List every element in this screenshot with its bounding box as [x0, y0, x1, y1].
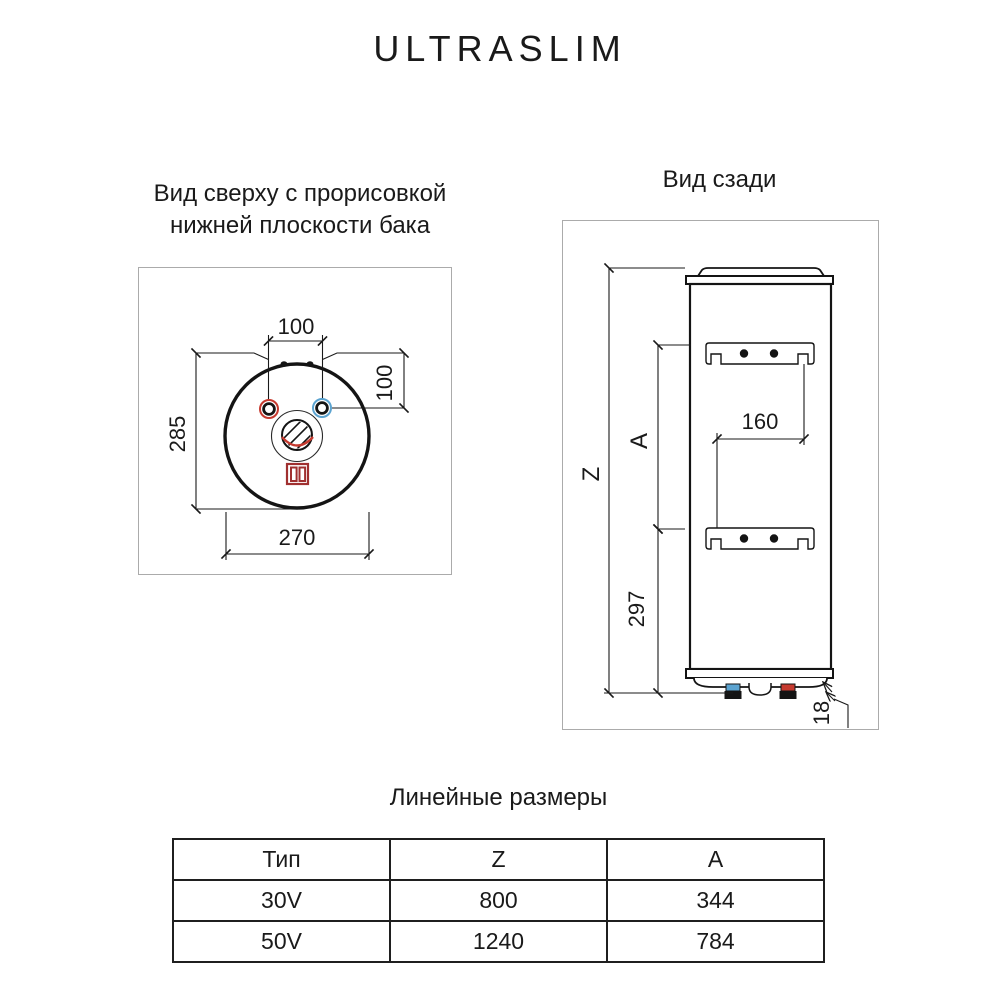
cold-port — [312, 398, 332, 418]
hot-port — [259, 399, 279, 419]
hot-pipe — [779, 691, 797, 699]
top-cap — [696, 267, 826, 277]
cell-a: 344 — [606, 879, 825, 922]
dim-bracket-span: A — [626, 339, 691, 535]
top-rim — [685, 275, 834, 285]
dim-label-18: 18 — [809, 701, 834, 725]
dim-label-z: Z — [578, 467, 605, 482]
top-view-caption-line1: Вид сверху с прорисовкой — [153, 180, 447, 207]
dim-label-160: 160 — [742, 409, 779, 434]
bottom-fittings — [724, 683, 797, 699]
dim-label-297: 297 — [624, 591, 649, 628]
col-header-a: A — [606, 838, 825, 881]
rear-view-caption: Вид сзади — [662, 166, 777, 193]
dim-ports-depth: 100 — [332, 347, 410, 414]
rear-view-drawing: 160 Z A 297 18 — [578, 262, 849, 728]
dim-label-a: A — [626, 433, 653, 449]
top-view-caption-line2: нижней плоскости бака — [169, 212, 431, 239]
dim-bottom-gap: 18 — [809, 682, 849, 728]
heater-body — [685, 267, 834, 688]
table-row: 50V 1240 784 — [172, 920, 825, 963]
tank-anchor-left — [280, 361, 288, 367]
dim-label-100-right: 100 — [372, 365, 397, 402]
body-shell — [688, 282, 833, 671]
top-view-caption: Вид сверху с прорисовкой нижней плоскост… — [120, 178, 480, 242]
heating-flange — [270, 409, 324, 463]
dim-total-height: Z — [578, 262, 685, 699]
bracket-hole — [739, 534, 749, 543]
hot-pipe-cap — [780, 683, 796, 692]
cold-pipe-cap — [725, 683, 741, 692]
dim-slot-spacing: 160 — [711, 364, 810, 528]
power-terminal — [285, 462, 310, 486]
dim-label-270: 270 — [279, 525, 316, 550]
bracket-hole — [739, 349, 749, 358]
dim-label-100-top: 100 — [278, 314, 315, 339]
table-row: 30V 800 344 — [172, 879, 825, 922]
cell-type: 30V — [172, 879, 391, 922]
page-title: ULTRASLIM — [373, 28, 627, 69]
table-caption: Линейные размеры — [389, 784, 608, 811]
mounting-bracket-lower — [705, 527, 815, 550]
top-view-drawing: 100 285 100 270 — [165, 314, 410, 560]
cell-type: 50V — [172, 920, 391, 963]
rear-view-frame: 160 Z A 297 18 — [562, 220, 879, 730]
col-header-z: Z — [389, 838, 608, 881]
table-header-row: Тип Z A — [172, 838, 825, 881]
dim-ports-width: 100 — [263, 314, 328, 400]
thermostat-arc — [281, 436, 314, 447]
dim-tank-depth: 285 — [165, 347, 299, 515]
dim-tank-width: 270 — [220, 512, 375, 560]
cell-z: 1240 — [389, 920, 608, 963]
dimensions-table: Тип Z A 30V 800 344 50V 1240 784 — [172, 838, 825, 963]
bracket-hole — [769, 349, 779, 358]
top-view-frame: 100 285 100 270 — [138, 267, 452, 575]
mounting-brackets — [705, 342, 815, 550]
col-header-type: Тип — [172, 838, 391, 881]
mounting-bracket-upper — [705, 342, 815, 365]
tank-anchor-right — [306, 361, 314, 367]
cold-pipe — [724, 691, 742, 699]
cell-a: 784 — [606, 920, 825, 963]
cell-z: 800 — [389, 879, 608, 922]
bracket-hole — [769, 534, 779, 543]
dim-label-285: 285 — [165, 416, 190, 453]
bottom-rim — [685, 668, 834, 679]
dim-lower-bracket-offset: 297 — [624, 523, 664, 699]
drain-boss — [748, 683, 772, 696]
tank-top-plane-line — [196, 352, 404, 361]
